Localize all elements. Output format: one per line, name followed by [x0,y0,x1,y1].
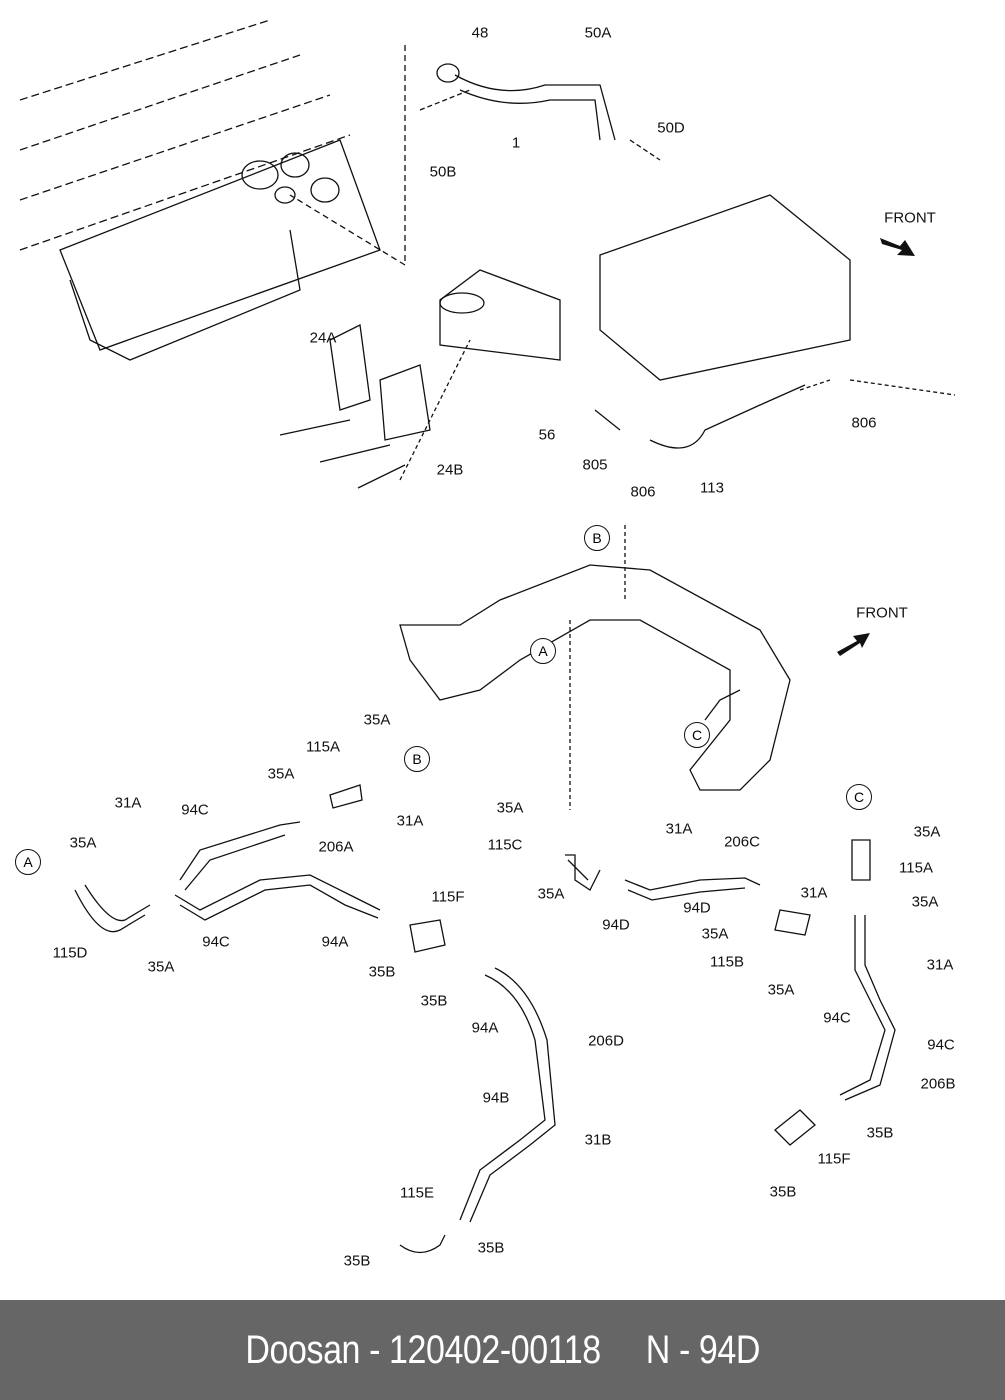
part-label: 35B [420,992,448,1010]
part-label: 115F [431,888,465,906]
part-label: 35A [701,925,729,943]
connection-callout: C [684,722,710,748]
brand: Doosan [245,1327,360,1372]
part-label: 115A [899,859,933,877]
part-label: 94B [482,1089,510,1107]
part-label: 35A [767,981,795,999]
part-label: 115F [817,1150,851,1168]
part-label: 115A [306,738,340,756]
front-direction-label: FRONT [856,604,908,622]
part-label: 31A [665,820,693,838]
part-label: 50B [429,163,457,181]
part-label: 206A [318,838,354,856]
part-label: 206C [724,833,760,851]
part-label: 94C [823,1009,851,1027]
part-label: 24A [309,329,337,347]
connection-callout: A [15,849,41,875]
egr-cooler-top [279,194,956,489]
part-label: 113 [700,479,724,497]
part-label: 35B [368,963,396,981]
part-label: 31A [926,956,954,974]
part-label: 35A [911,893,939,911]
part-label: 31B [584,1131,612,1149]
part-label: 35A [496,799,524,817]
engine-block-sketch [19,19,406,361]
connection-callout: C [846,784,872,810]
part-label: 56 [538,426,556,444]
part-label: 35B [866,1124,894,1142]
connection-callout: B [404,746,430,772]
egr-cooler-middle [399,525,791,810]
part-label: 94A [471,1019,499,1037]
part-label: 94D [683,899,711,917]
part-number: 120402-00118 [388,1327,601,1372]
part-label: 94C [181,801,209,819]
part-label: 115B [710,953,744,971]
part-label: 35B [477,1239,505,1257]
part-number-banner: Doosan - 120402-00118 N - 94D [0,1300,1005,1400]
part-label: 1 [511,134,521,152]
part-label: 206B [920,1075,956,1093]
part-label: 24B [436,461,464,479]
part-label: 115D [52,944,88,962]
part-label: 115E [400,1184,434,1202]
part-label: 35A [147,958,175,976]
banner-text: Doosan - 120402-00118 N - 94D [245,1327,761,1372]
part-label: 35A [363,711,391,729]
part-label: 206D [588,1032,624,1050]
connection-callout: B [584,525,610,551]
part-label: 805 [582,456,608,474]
egr-pipe-top [419,63,661,161]
part-label: 35A [537,885,565,903]
hoses-lower [74,784,896,1254]
connection-callout: A [530,638,556,664]
part-label: 31A [114,794,142,812]
part-label: 50A [584,24,612,42]
part-label: 806 [630,483,656,501]
diagram-drawing [19,19,956,1254]
part-label: 31A [800,884,828,902]
part-label: 35A [69,834,97,852]
part-label: 94D [602,916,630,934]
part-label: 94C [202,933,230,951]
part-label: 35B [769,1183,797,1201]
part-label: 94C [927,1036,955,1054]
part-label: 115C [487,836,523,854]
part-label: 35A [267,765,295,783]
part-label: 50D [657,119,685,137]
part-label: 35B [343,1252,371,1270]
part-label: 31A [396,812,424,830]
part-label: 94A [321,933,349,951]
ref-number: N - 94D [645,1327,761,1372]
part-label: 48 [471,24,489,42]
part-label: 35A [913,823,941,841]
front-arrows [837,238,915,656]
part-label: 806 [851,414,877,432]
front-direction-label: FRONT [884,209,936,227]
